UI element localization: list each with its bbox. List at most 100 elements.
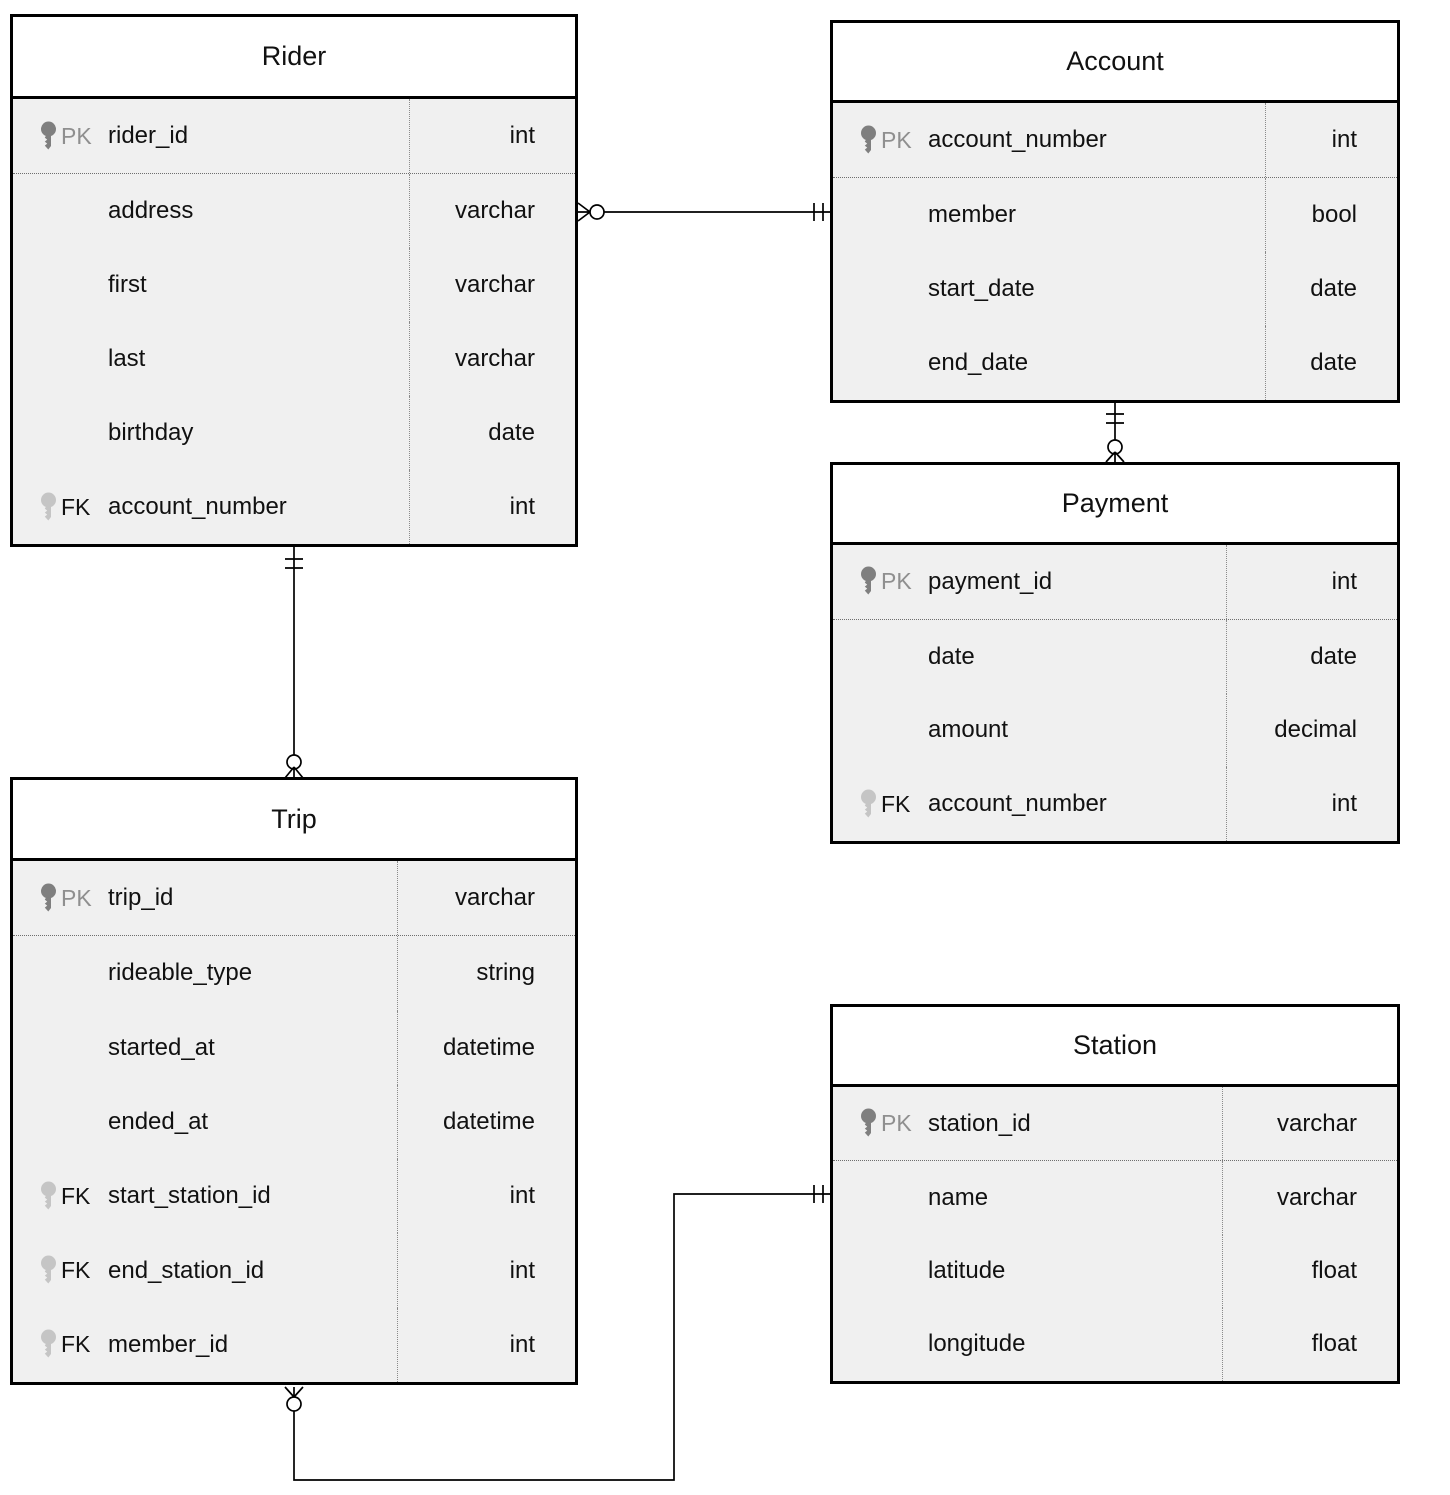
attribute-type: int [1226,545,1397,619]
key-badge: PK [858,566,928,597]
key-badge: FK [38,1255,108,1286]
attribute-type: datetime [397,1010,575,1085]
key-type-label: FK [61,1257,91,1284]
attribute-type: int [397,1159,575,1234]
key-badge: PK [38,121,108,152]
attribute-name: started_at [108,1033,215,1061]
attribute-name: name [928,1183,989,1211]
attribute-type: int [409,99,575,173]
zero-circle-icon [286,1396,302,1412]
attribute-row: started_at datetime [13,1010,575,1085]
relationship-rider-account [577,202,830,222]
attribute-type: int [397,1233,575,1308]
attribute-name: member [928,201,1017,228]
key-badge: FK [38,492,108,523]
crow-foot-many-icon [284,1386,304,1398]
attribute-name: latitude [928,1257,1006,1285]
attribute-type: float [1222,1307,1397,1381]
one-tick-icon [1106,413,1124,424]
attribute-row: last varchar [13,322,575,396]
attribute-name: date [928,642,975,670]
attribute-name-cell: date [833,620,1226,694]
key-type-label: PK [881,568,912,595]
attribute-name-cell: first [13,248,409,322]
attribute-type: varchar [409,174,575,248]
attribute-name-cell: PK station_id [833,1087,1222,1160]
zero-circle-icon [286,754,302,770]
attribute-name-cell: rideable_type [13,936,397,1010]
attribute-row: PK payment_id int [833,545,1397,620]
attribute-name: birthday [108,419,194,446]
attribute-name: last [108,345,146,372]
attribute-type: int [409,470,575,544]
key-icon [858,566,879,597]
attribute-row: PK account_number int [833,103,1397,178]
attribute-name: payment_id [928,567,1053,595]
attribute-name: start_station_id [108,1182,271,1210]
attribute-name: station_id [928,1109,1031,1137]
key-icon [38,121,59,152]
key-icon [38,1255,59,1286]
entity-title: Rider [13,17,575,99]
key-icon [38,1181,59,1212]
attribute-name-cell: PK payment_id [833,545,1226,619]
attribute-type: float [1222,1234,1397,1308]
key-badge: FK [858,789,928,820]
attribute-name-cell: last [13,322,409,396]
attribute-name: trip_id [108,884,174,912]
zero-circle-icon [589,204,605,220]
attribute-type: decimal [1226,693,1397,768]
attribute-type: int [1265,103,1397,177]
one-tick-icon [813,203,824,221]
attribute-name-cell: latitude [833,1235,1222,1308]
attribute-name-cell: birthday [13,396,409,470]
key-type-label: PK [881,126,912,153]
key-icon [38,883,59,914]
attribute-name: account_number [928,126,1107,153]
attribute-name-cell: ended_at [13,1085,397,1159]
key-badge: PK [858,125,928,156]
attribute-type: int [397,1307,575,1382]
attribute-name-cell: address [13,174,409,248]
attribute-name-cell: name [833,1161,1222,1234]
key-badge: FK [38,1181,108,1212]
key-icon [858,789,879,820]
crow-foot-many-icon [577,202,591,222]
attribute-name-cell: longitude [833,1308,1222,1381]
attribute-type: string [397,936,575,1011]
key-badge: PK [38,883,108,914]
key-type-label: PK [61,122,92,149]
attribute-name: member_id [108,1330,229,1358]
key-type-label: PK [881,1110,912,1137]
attribute-type: int [1226,767,1397,841]
attribute-type: varchar [409,322,575,396]
attribute-name-cell: end_date [833,326,1265,400]
attribute-type: date [1265,252,1397,326]
one-tick-icon [813,1185,824,1203]
attribute-row: latitude float [833,1234,1397,1308]
attribute-name: first [108,271,147,298]
key-type-label: FK [61,493,91,520]
relationship-account-payment [1105,403,1125,463]
key-badge: PK [858,1108,928,1139]
